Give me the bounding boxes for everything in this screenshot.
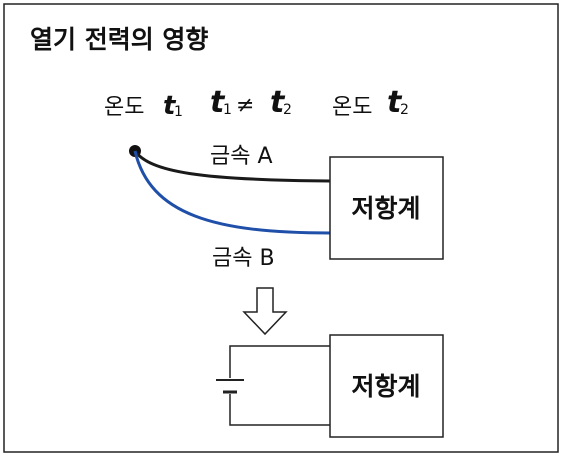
metal-b-label: 금속 B: [212, 246, 275, 271]
metal-a-label: 금속 A: [210, 144, 273, 169]
circuit-wire: [229, 345, 330, 378]
wire-metal-b: [133, 150, 331, 235]
condition-neq: ≠: [236, 93, 254, 118]
temp-right-var: t: [387, 85, 403, 120]
resistance-meter-box-top: [329, 156, 444, 260]
resistance-meter-label-bottom: 저항계: [351, 372, 420, 401]
resistance-meter-box-bottom: [329, 334, 444, 438]
resistance-meter-label-top: 저항계: [351, 194, 420, 223]
temp-right-sub: 2: [400, 102, 409, 118]
temp-right-label: 온도: [332, 95, 372, 120]
condition-sub-2: 2: [283, 102, 292, 118]
outer-frame: [3, 3, 559, 453]
wire-metal-a: [133, 150, 331, 183]
circuit-wire-lower: [229, 394, 330, 426]
temp-left-label: 온도: [104, 95, 144, 120]
condition-var-1: t: [210, 85, 226, 120]
condition-sub-1: 1: [223, 102, 232, 118]
down-arrow-icon: [242, 287, 288, 336]
condition-var-2: t: [270, 85, 286, 120]
temp-left-sub: 1: [174, 104, 183, 120]
temp-left-var: t: [163, 91, 177, 121]
diagram-title: 열기 전력의 영향: [30, 25, 208, 54]
